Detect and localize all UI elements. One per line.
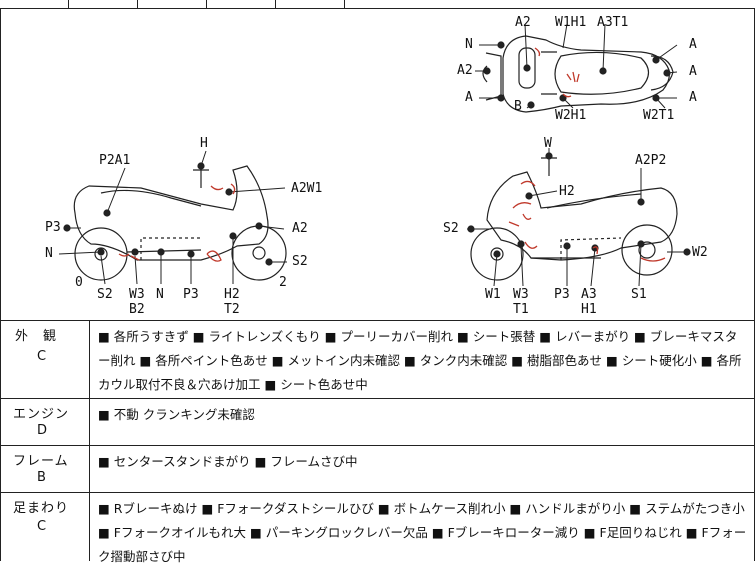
row-title: 外 観 xyxy=(15,329,58,344)
top-view-label: W2H1 xyxy=(555,108,587,123)
left-side-label: W3 xyxy=(129,287,145,302)
top-view-label: A2 xyxy=(457,63,473,78)
left-side-label: B2 xyxy=(129,302,145,317)
motorcycle-illustrations xyxy=(58,23,691,287)
right-side-label: S2 xyxy=(443,221,459,236)
left-side-label: A2W1 xyxy=(291,181,323,196)
damage-diagram: A2 W1H1 A3T1 N A2 A B W2H1 W2T1 A A A H … xyxy=(0,8,755,321)
top-view-label: B xyxy=(514,99,522,114)
row-grade: C xyxy=(37,519,47,534)
right-side-label: W3 xyxy=(513,287,529,302)
row-grade: B xyxy=(37,470,46,485)
row-header: 足まわり C xyxy=(1,493,90,561)
top-view-label: A3T1 xyxy=(597,15,629,30)
left-side-label: P3 xyxy=(45,220,61,235)
right-side-label: W2 xyxy=(692,245,708,260)
left-side-label: N xyxy=(45,246,53,261)
left-side-label: T2 xyxy=(224,302,240,317)
top-view-label: A xyxy=(465,90,473,105)
top-view-label: N xyxy=(465,37,473,52)
row-title: フレーム xyxy=(13,454,69,469)
row-notes: ■ Rブレーキぬけ ■ Fフォークダストシールひび ■ ボトムケース削れ小 ■ … xyxy=(98,501,747,564)
left-side-label: S2 xyxy=(292,254,308,269)
header-strip xyxy=(0,0,755,9)
row-header: 外 観 C xyxy=(1,321,90,398)
damage-marks xyxy=(118,47,666,262)
row-title: エンジン xyxy=(13,407,70,422)
row-grade: C xyxy=(37,349,47,364)
condition-row-frame: フレーム B ■ センタースタンドまがり ■ フレームさび中 xyxy=(0,446,755,493)
left-side-label: 0 xyxy=(75,275,83,290)
condition-row-engine: エンジン D ■ 不動 クランキング未確認 xyxy=(0,399,755,446)
condition-row-suspension: 足まわり C ■ Rブレーキぬけ ■ Fフォークダストシールひび ■ ボトムケー… xyxy=(0,493,755,564)
row-header: フレーム B xyxy=(1,446,90,492)
row-header: エンジン D xyxy=(1,399,90,445)
top-view-label: A xyxy=(689,64,697,79)
row-notes: ■ 不動 クランキング未確認 xyxy=(98,407,255,422)
top-view-label: W2T1 xyxy=(643,108,675,123)
row-grade: D xyxy=(37,423,48,438)
left-side-label: H xyxy=(200,136,208,151)
right-side-label: H2 xyxy=(559,184,575,199)
left-side-label: A2 xyxy=(292,221,308,236)
left-side-label: S2 xyxy=(97,287,113,302)
condition-row-exterior: 外 観 C ■ 各所うすきず ■ ライトレンズくもり ■ プーリーカバー削れ ■… xyxy=(0,321,755,399)
right-side-label: W xyxy=(544,136,552,151)
right-side-label: T1 xyxy=(513,302,529,317)
left-side-label: H2 xyxy=(224,287,240,302)
left-side-label: P3 xyxy=(183,287,199,302)
row-title: 足まわり xyxy=(13,501,70,516)
scooter-top-view xyxy=(482,35,674,113)
right-side-label: W1 xyxy=(485,287,501,302)
scooter-left-side xyxy=(63,162,287,281)
left-side-label: 2 xyxy=(279,275,287,290)
top-view-label: A xyxy=(689,37,697,52)
right-side-label: P3 xyxy=(554,287,570,302)
top-view-label: A2 xyxy=(515,15,531,30)
right-side-label: A3 xyxy=(581,287,597,302)
left-side-label: N xyxy=(156,287,164,302)
row-notes: ■ 各所うすきず ■ ライトレンズくもり ■ プーリーカバー削れ ■ シート張替… xyxy=(98,329,742,392)
left-side-label: P2A1 xyxy=(99,153,131,168)
top-view-label: A xyxy=(689,90,697,105)
right-side-label: S1 xyxy=(631,287,647,302)
right-side-label: A2P2 xyxy=(635,153,667,168)
row-notes: ■ センタースタンドまがり ■ フレームさび中 xyxy=(98,454,358,469)
right-side-label: H1 xyxy=(581,302,597,317)
top-view-label: W1H1 xyxy=(555,15,587,30)
